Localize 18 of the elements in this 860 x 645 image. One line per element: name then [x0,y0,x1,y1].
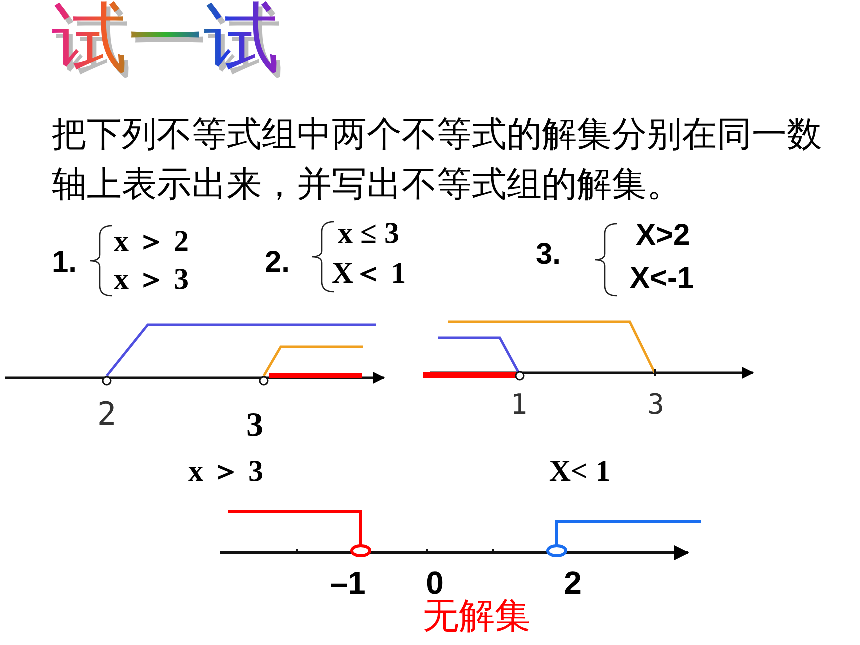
tick-label: 2 [97,397,117,432]
item-number: 3. [536,238,562,271]
tick-label: 1 [510,390,528,421]
tick-label: 3 [246,407,264,444]
instruction-text: 把下列不等式组中两个不等式的解集分别在同一数轴上表示出来，并写出不等式组的解集。 [52,114,823,206]
item-number: 1. [52,246,78,279]
inequality: X<-1 [630,262,694,295]
inequality: x ＞ 3 [114,263,189,296]
item-number: 2. [265,246,290,279]
inequality: x ≤ 3 [338,217,400,250]
tick-label: 2 [564,566,582,602]
tick-label: 3 [648,390,664,421]
tick-label: –1 [330,566,366,602]
inequality: X>2 [636,219,690,252]
inequality: X＜ 1 [332,257,406,290]
inequality: x ＞ 2 [114,225,189,258]
answer-text: X< 1 [549,455,611,488]
answer-text: x ＞ 3 [188,455,264,488]
